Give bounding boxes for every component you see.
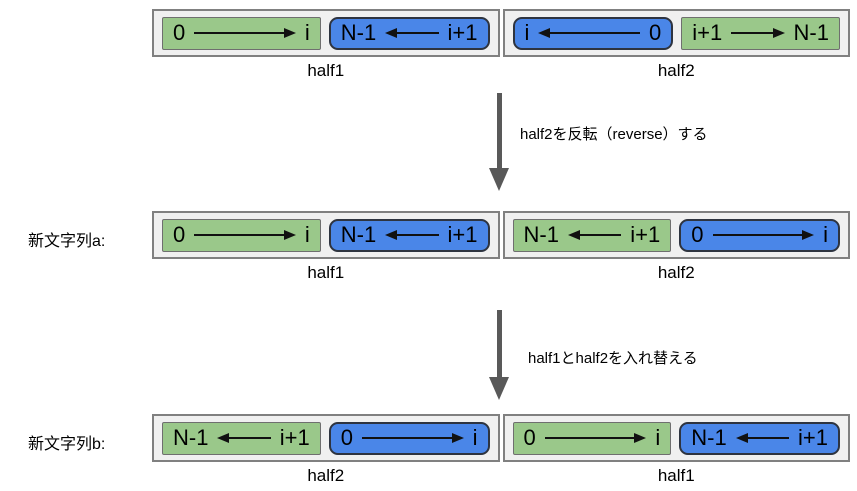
- left-arrow-icon: [735, 433, 790, 443]
- range-segment: i 0: [512, 16, 674, 50]
- range-segment: 0 i: [679, 218, 840, 252]
- range-end-label: i: [823, 222, 828, 247]
- half-box: N-1 i+1 0 i: [152, 414, 500, 462]
- half-container: N-1 i+1 0 i half2: [152, 414, 500, 486]
- half-container: 0 i N-1 i+1 half1: [502, 414, 850, 486]
- range-end-label: i: [304, 20, 310, 45]
- range-end-label: i+1: [798, 425, 828, 450]
- half-label: half1: [307, 263, 345, 282]
- down-arrow-head-icon: [489, 377, 509, 400]
- range-start-label: i: [524, 20, 530, 45]
- range-segment: N-1 i+1: [679, 421, 840, 455]
- left-arrow-icon: [385, 230, 439, 240]
- range-segment: 0 i: [512, 421, 672, 455]
- right-arrow-icon: [731, 28, 785, 38]
- half-box: 0 i N-1 i+1: [152, 9, 500, 57]
- range-end-label: i+1: [279, 425, 310, 450]
- string-state-row-a: 0 i N-1 i+1 half1 N-1 i+1: [152, 211, 850, 283]
- string-state-row-original: 0 i N-1 i+1 half1 i 0 i: [152, 9, 850, 81]
- half-box: 0 i N-1 i+1: [502, 414, 850, 462]
- range-start-label: 0: [173, 222, 186, 247]
- string-state-row-b: N-1 i+1 0 i half2 0 i N: [152, 414, 850, 486]
- row-side-label: 新文字列a:: [28, 233, 106, 250]
- row-side-label: 新文字列b:: [28, 436, 106, 453]
- range-start-label: 0: [691, 222, 704, 247]
- range-segment: N-1 i+1: [328, 218, 490, 252]
- half-container: 0 i N-1 i+1 half1: [152, 9, 500, 81]
- down-arrow-head-icon: [489, 168, 509, 191]
- range-start-label: N-1: [340, 222, 377, 247]
- range-segment: N-1 i+1: [328, 16, 490, 50]
- down-arrow-icon: [497, 310, 502, 378]
- range-end-label: i: [472, 425, 478, 450]
- range-segment: N-1 i+1: [162, 421, 321, 455]
- left-arrow-icon: [385, 28, 439, 38]
- range-end-label: i: [304, 222, 310, 247]
- step-caption: half1とhalf2を入れ替える: [528, 350, 698, 367]
- step-caption: half2を反転（reverse）する: [520, 126, 708, 143]
- half-box: i 0 i+1 N-1: [502, 9, 850, 57]
- half-label: half1: [657, 466, 695, 485]
- range-start-label: N-1: [691, 425, 727, 450]
- half-box: N-1 i+1 0 i: [502, 211, 850, 259]
- range-start-label: i+1: [692, 20, 723, 45]
- left-arrow-icon: [567, 230, 622, 240]
- right-arrow-icon: [194, 28, 296, 38]
- range-start-label: N-1: [173, 425, 209, 450]
- half-container: 0 i N-1 i+1 half1: [152, 211, 500, 283]
- range-segment: N-1 i+1: [512, 218, 672, 252]
- range-end-label: 0: [649, 20, 662, 45]
- half-label: half2: [657, 61, 695, 80]
- right-arrow-icon: [544, 433, 647, 443]
- range-start-label: 0: [340, 425, 353, 450]
- down-arrow-icon: [497, 93, 502, 169]
- range-end-label: i+1: [447, 222, 478, 247]
- half-label: half2: [657, 263, 695, 282]
- range-start-label: N-1: [340, 20, 377, 45]
- left-arrow-icon: [217, 433, 271, 443]
- range-start-label: 0: [523, 425, 536, 450]
- half-label: half2: [307, 466, 345, 485]
- half-container: N-1 i+1 0 i half2: [502, 211, 850, 283]
- left-arrow-icon: [538, 28, 640, 38]
- range-segment: 0 i: [162, 218, 321, 252]
- range-segment: 0 i: [162, 16, 321, 50]
- range-start-label: 0: [173, 20, 186, 45]
- range-segment: i+1 N-1: [681, 16, 840, 50]
- range-end-label: N-1: [793, 20, 829, 45]
- range-end-label: i+1: [630, 222, 661, 247]
- half-box: 0 i N-1 i+1: [152, 211, 500, 259]
- range-end-label: i: [655, 425, 661, 450]
- right-arrow-icon: [712, 230, 815, 240]
- range-segment: 0 i: [328, 421, 490, 455]
- half-label: half1: [307, 61, 345, 80]
- range-start-label: N-1: [523, 222, 559, 247]
- right-arrow-icon: [194, 230, 296, 240]
- right-arrow-icon: [362, 433, 464, 443]
- half-container: i 0 i+1 N-1 half2: [502, 9, 850, 81]
- range-end-label: i+1: [447, 20, 478, 45]
